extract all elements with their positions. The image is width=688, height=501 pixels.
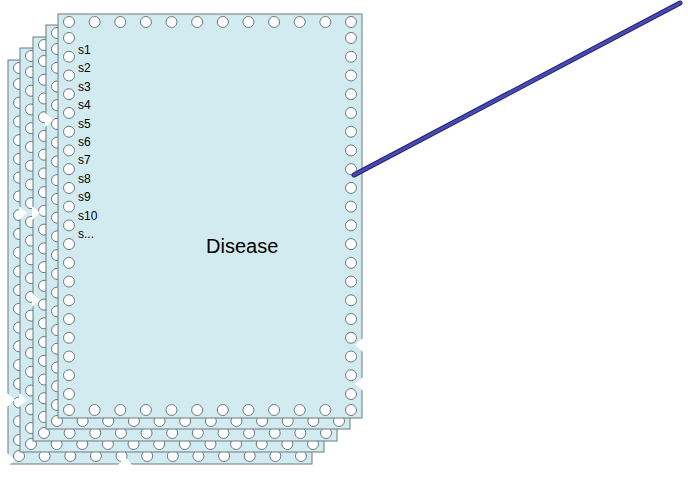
card-hole [346, 220, 357, 231]
card-hole [64, 220, 75, 231]
card-hole [64, 17, 75, 28]
card-hole [64, 370, 75, 381]
card-notch [355, 377, 363, 391]
card-hole [115, 17, 126, 28]
card-hole [346, 70, 357, 81]
card-hole [64, 257, 75, 268]
card-hole [294, 405, 305, 416]
card-hole [64, 201, 75, 212]
card-hole [294, 17, 305, 28]
card-hole [192, 405, 203, 416]
card-notch [19, 393, 27, 407]
card-hole [64, 33, 75, 44]
card-hole [346, 126, 357, 137]
card-notch [32, 206, 40, 220]
sample-label: s6 [78, 135, 91, 149]
card-box: Disease [58, 14, 362, 418]
card-hole [64, 51, 75, 62]
card-hole [140, 405, 151, 416]
card-hole [269, 405, 280, 416]
sample-label: s8 [78, 172, 91, 186]
card-hole [166, 17, 177, 28]
card-hole [346, 33, 357, 44]
card-hole [346, 182, 357, 193]
sample-label: s4 [78, 98, 91, 112]
card-hole [346, 51, 357, 62]
card-hole [64, 182, 75, 193]
card-hole [89, 405, 100, 416]
card-notch [32, 293, 40, 307]
card-hole [346, 145, 357, 156]
card-hole [269, 17, 280, 28]
card-stack [7, 14, 363, 467]
card-hole [346, 405, 357, 416]
card-hole [346, 276, 357, 287]
card-notch [19, 206, 27, 220]
sample-label: s1 [78, 43, 91, 57]
sample-label: s2 [78, 61, 91, 75]
card-hole [166, 405, 177, 416]
card-hole [346, 332, 357, 343]
card-notch [7, 453, 15, 467]
card-hole [64, 89, 75, 100]
sample-label: s3 [78, 80, 91, 94]
card-hole [64, 145, 75, 156]
sample-label: s7 [78, 153, 91, 167]
card-hole [346, 201, 357, 212]
card-hole [64, 405, 75, 416]
card-hole [64, 332, 75, 343]
card-notch [45, 113, 53, 127]
card-hole [346, 370, 357, 381]
card-hole [346, 239, 357, 250]
card-hole [346, 89, 357, 100]
card-hole [320, 17, 331, 28]
pointer-line-edge [354, 3, 680, 175]
card-hole [64, 239, 75, 250]
card-hole [89, 17, 100, 28]
card-hole [64, 164, 75, 175]
card-hole [346, 295, 357, 306]
card-hole [217, 405, 228, 416]
card-title: Disease [206, 235, 278, 258]
card-hole [64, 314, 75, 325]
card-hole [243, 17, 254, 28]
card-hole [346, 107, 357, 118]
card-outline [58, 14, 362, 418]
card-hole [320, 405, 331, 416]
card-hole [346, 389, 357, 400]
card-hole [64, 389, 75, 400]
card-notch [355, 338, 363, 352]
sample-label: s10 [78, 209, 97, 223]
card-hole [64, 351, 75, 362]
card-hole [115, 405, 126, 416]
card-hole [192, 17, 203, 28]
card-hole [346, 257, 357, 268]
pointer-line [354, 3, 680, 175]
card-hole [64, 276, 75, 287]
card-hole [64, 107, 75, 118]
card-hole [346, 314, 357, 325]
sample-label: s9 [78, 190, 91, 204]
sample-label: s5 [78, 117, 91, 131]
card-hole [64, 295, 75, 306]
card-hole [64, 126, 75, 137]
card-hole [217, 17, 228, 28]
card-hole [346, 17, 357, 28]
card-hole [346, 351, 357, 362]
card-notch [7, 393, 15, 407]
card-hole [140, 17, 151, 28]
card-hole [243, 405, 254, 416]
card-notch [118, 457, 132, 465]
card-hole [64, 70, 75, 81]
sample-label: s... [78, 227, 94, 241]
